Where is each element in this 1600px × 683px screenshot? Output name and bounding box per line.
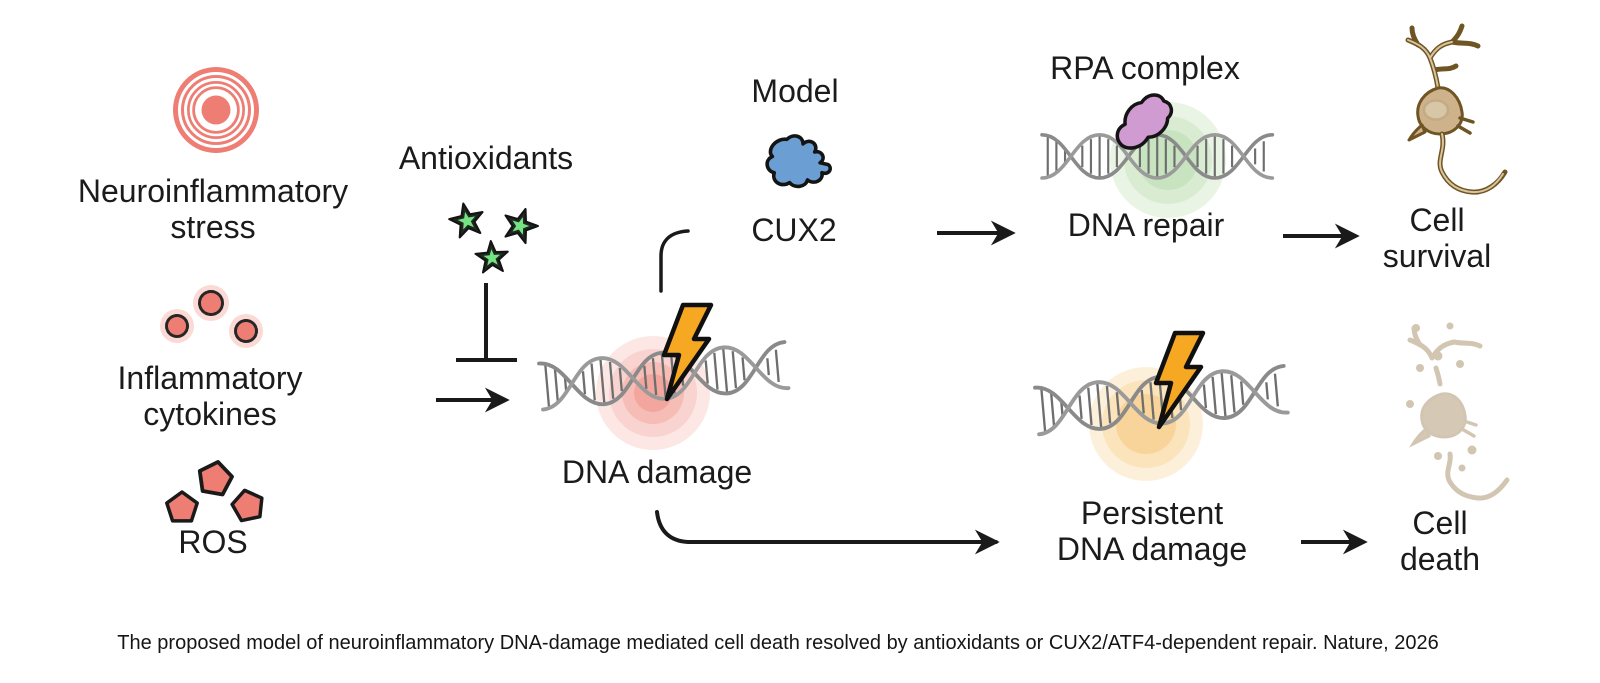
ros-particles-icon — [165, 457, 268, 524]
fragmented-neuron-icon — [1406, 322, 1510, 501]
cytokine-particles-icon — [160, 285, 263, 348]
label-cell-death: Cell death — [1399, 505, 1481, 578]
antioxidant-stars-icon — [445, 198, 543, 274]
label-persistent-dna-damage: Persistent DNA damage — [1056, 495, 1248, 568]
label-inflammatory-cytokines: Inflammatory cytokines — [117, 360, 303, 433]
label-cux2: CUX2 — [751, 212, 837, 248]
label-rpa-complex: RPA complex — [1050, 50, 1240, 86]
label-neuroinflammatory-stress: Neuroinflammatory stress — [77, 173, 349, 246]
neuroinflammatory-stress-icon — [173, 67, 259, 153]
arrow-damage-to-persistent — [655, 510, 1000, 555]
dna-helix-repair — [1040, 133, 1275, 180]
cux2-protein-icon — [765, 134, 832, 189]
inhibition-t-bar — [456, 283, 517, 362]
label-cell-survival: Cell survival — [1382, 202, 1492, 275]
label-ros: ROS — [178, 524, 248, 560]
label-dna-damage: DNA damage — [561, 454, 753, 490]
label-model: Model — [751, 73, 839, 109]
cux2-recruitment-connector — [659, 229, 690, 293]
healthy-neuron-icon — [1405, 23, 1508, 195]
label-antioxidants: Antioxidants — [398, 140, 574, 176]
label-dna-repair: DNA repair — [1067, 207, 1225, 243]
rpa-complex-icon — [1115, 93, 1174, 150]
figure-caption: The proposed model of neuroinflammatory … — [117, 632, 1439, 654]
